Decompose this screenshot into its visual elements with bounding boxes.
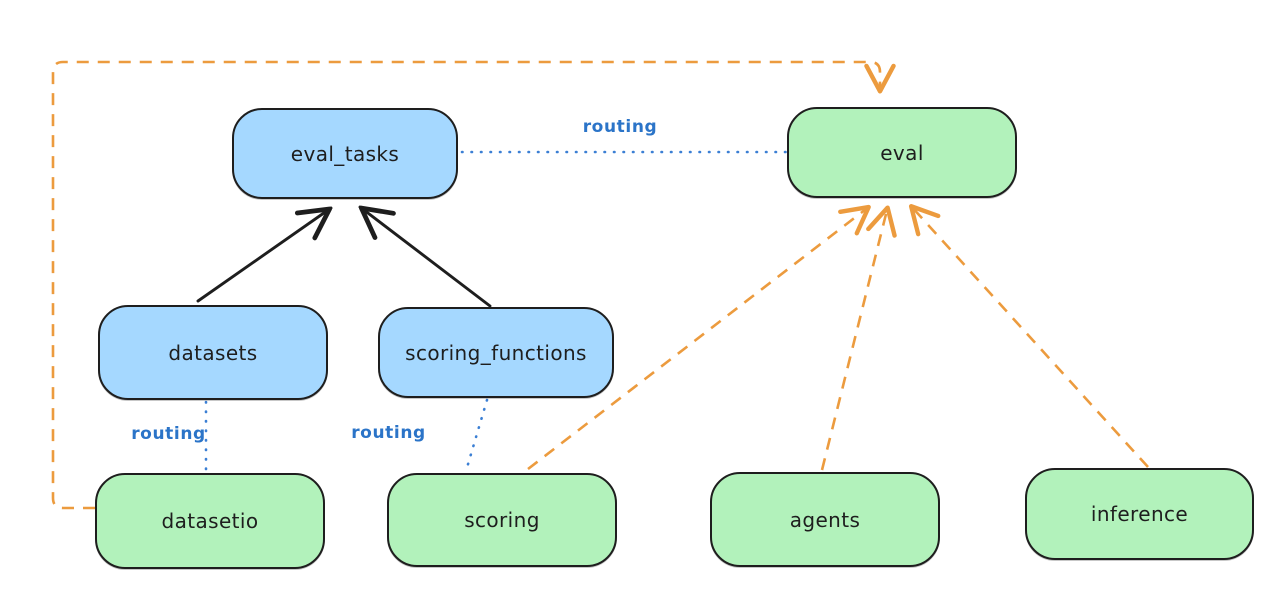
routing-label-scoring-functions-to-scoring: routing [351,423,426,443]
edge-datasets-to-eval-tasks [196,206,333,303]
node-scoring: scoring [387,473,617,567]
node-scoring-label: scoring [464,508,540,532]
node-datasetio-label: datasetio [161,509,259,533]
node-scoring-functions-label: scoring_functions [405,340,587,365]
node-agents-label: agents [789,507,861,532]
node-eval: eval [787,107,1017,198]
node-agents: agents [710,472,940,567]
node-scoring-functions: scoring_functions [378,307,614,398]
node-datasets: datasets [98,305,328,400]
node-datasetio: datasetio [95,473,325,569]
node-eval-label: eval [880,140,924,165]
routing-label-eval-tasks-to-eval: routing [582,117,658,137]
edge-datasetio-to-eval [51,60,896,510]
edge-scoring-functions-to-eval-tasks [358,205,492,308]
node-datasets-label: datasets [168,340,258,365]
node-inference: inference [1025,468,1254,560]
edge-scoring-to-eval [527,204,871,471]
edge-agents-to-eval [820,205,897,471]
routing-label-datasets-to-datasetio: routing [131,424,206,444]
node-eval-tasks: eval_tasks [232,108,458,199]
edge-inference-to-eval [908,204,1149,468]
node-inference-label: inference [1090,502,1189,526]
edge-scoring-functions-to-scoring-routing [464,398,489,473]
node-eval-tasks-label: eval_tasks [290,141,400,166]
